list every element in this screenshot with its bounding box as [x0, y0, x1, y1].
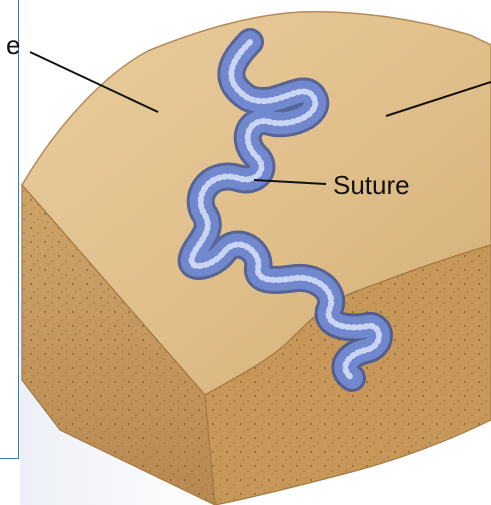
label-partial-e: e [6, 32, 20, 58]
label-suture: Suture [333, 172, 410, 198]
